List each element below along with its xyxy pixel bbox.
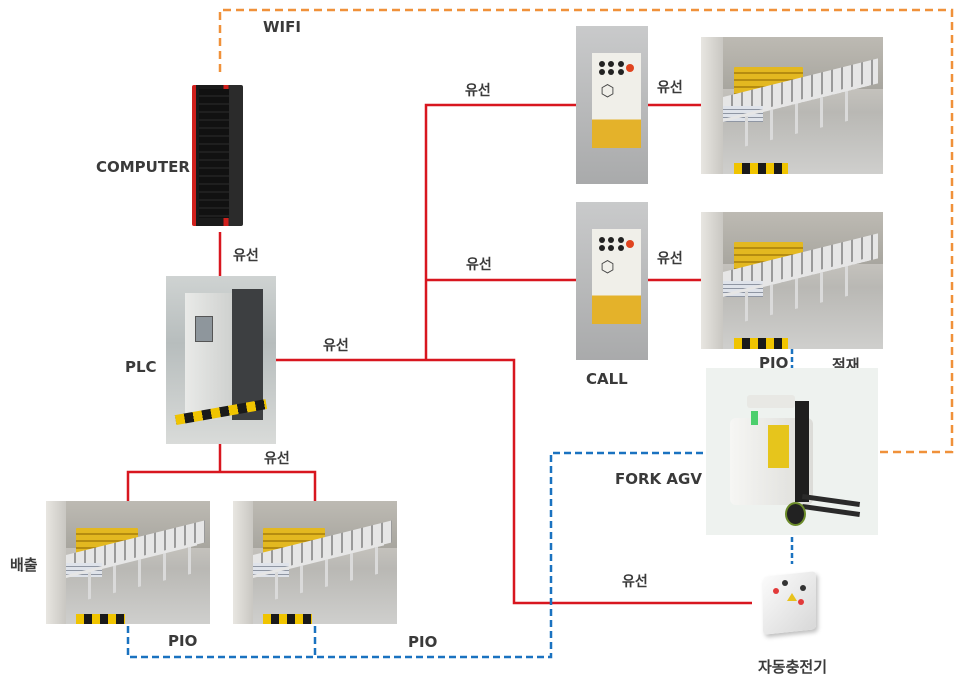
wired-label-plc-charger: 유선 <box>622 574 648 590</box>
pio-unload-agv <box>313 451 706 659</box>
call-box-bottom-node[interactable]: ⬡ <box>576 202 648 360</box>
wire-plc-charger <box>426 358 752 605</box>
conveyor-load-top-node[interactable] <box>701 37 883 174</box>
wire-bus-call-top <box>424 103 576 360</box>
wired-label-call-top: 유선 <box>465 83 491 99</box>
pio-label-unload-agv: PIO <box>408 633 438 651</box>
conveyor-unload-left-node[interactable] <box>46 501 210 624</box>
fork-agv-label: FORK AGV <box>615 470 702 488</box>
hexagon-logo-icon: ⬡ <box>600 256 615 276</box>
call-box-top-node[interactable]: ⬡ <box>576 26 648 184</box>
wired-label-computer-plc: 유선 <box>233 248 259 264</box>
hmi-screen <box>194 316 214 342</box>
wired-connections <box>126 103 752 605</box>
plc-node[interactable] <box>166 276 276 444</box>
pio-label-load-agv: PIO <box>759 354 789 372</box>
pio-connections <box>126 349 794 659</box>
hexagon-logo-icon: ⬡ <box>600 80 615 100</box>
warning-icon <box>787 592 798 601</box>
computer-node[interactable] <box>188 80 258 230</box>
emergency-stop-icon <box>626 63 635 72</box>
status-light-icon <box>750 411 758 425</box>
auto-charger-icon <box>763 570 816 634</box>
pio-unload-between <box>126 626 315 659</box>
wired-label-plc-unload: 유선 <box>264 451 290 467</box>
call-label: CALL <box>586 370 628 388</box>
charger-node[interactable] <box>752 564 832 644</box>
conveyor-unload-right-node[interactable] <box>233 501 397 624</box>
plc-label: PLC <box>125 358 157 376</box>
wifi-connection <box>218 8 954 454</box>
wheel-icon <box>785 501 807 526</box>
pio-label-unload-between: PIO <box>168 632 198 650</box>
fork-agv-node[interactable] <box>706 368 878 535</box>
charger-label: 자동충전기 <box>758 658 828 676</box>
wifi-label: WIFI <box>263 18 301 36</box>
server-rack-door <box>199 89 229 218</box>
control-cabinet-side <box>232 289 263 421</box>
wired-label-call-top-conveyor: 유선 <box>657 80 683 96</box>
unload-label: 배출 <box>10 556 38 574</box>
computer-label: COMPUTER <box>96 158 190 176</box>
conveyor-load-bottom-node[interactable] <box>701 212 883 349</box>
wired-label-call-bottom-conveyor: 유선 <box>657 251 683 267</box>
wired-label-plc-bus: 유선 <box>323 338 349 354</box>
control-cabinet-icon <box>184 292 232 421</box>
wired-label-call-bottom: 유선 <box>466 257 492 273</box>
emergency-stop-icon <box>626 239 635 248</box>
wifi-line <box>218 8 954 454</box>
wire-plc-unload-branches <box>126 470 317 501</box>
